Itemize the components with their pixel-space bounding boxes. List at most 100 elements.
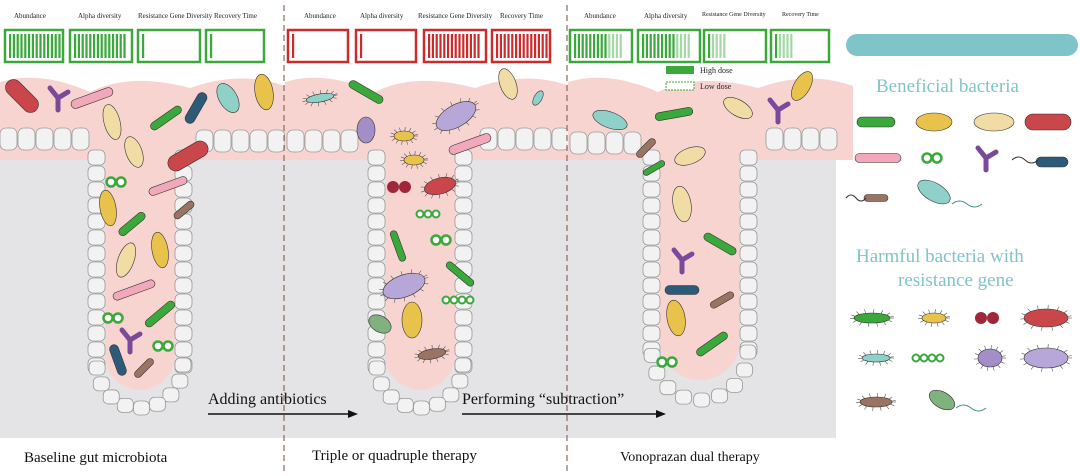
metric-tick: [504, 34, 506, 58]
legend-green-hairy-pilus: [868, 323, 869, 327]
legend-brown-hairy-pilus: [886, 406, 889, 409]
legend-brown-hairy-body: [860, 397, 892, 407]
legend-purple-hairy-pilus: [1031, 366, 1033, 369]
p3-metric-alpha-label: Alpha diversity: [644, 12, 687, 20]
metric-tick: [496, 34, 498, 58]
legend-diplococcus: [923, 154, 942, 163]
metric-tick: [466, 34, 468, 58]
legend-purple-hairy-pilus: [1052, 368, 1053, 372]
metric-tick-low: [779, 34, 781, 58]
p2-yellow-hairy-1-body: [394, 131, 414, 141]
metric-tick: [653, 34, 655, 58]
legend-green-flag: [956, 405, 986, 411]
metric-tick: [78, 34, 80, 58]
legend-yellow-hairy-pilus: [944, 313, 947, 315]
p2-diplococcus-b: [442, 236, 451, 245]
legend-brown-hairy-pilus: [859, 405, 862, 407]
legend-chain-c: [921, 355, 928, 362]
legend-navy-flag: [1012, 157, 1038, 163]
panel2-crypt-cells-cell: [455, 166, 472, 181]
panel2-crypt-cells-cell: [455, 198, 472, 213]
panel3-surface-right-cell: [802, 128, 819, 150]
panel3-crypt-cells-cell: [643, 310, 660, 325]
metric-tick: [657, 34, 659, 58]
legend-red-hairy-pilus: [1066, 322, 1070, 324]
metric-tick: [28, 34, 30, 58]
legend-purple-hairy-pilus: [1060, 366, 1063, 369]
legend-purple-oval-pilus: [996, 347, 998, 350]
high-dose-swatch: [666, 66, 694, 74]
metric-tick: [436, 34, 438, 58]
panel3-crypt-cells-cell: [740, 182, 757, 197]
panel2-crypt-cells-cell: [397, 398, 413, 412]
metric-tick: [597, 34, 599, 58]
metric-tick: [661, 34, 663, 58]
panel2-crypt-cells-cell: [368, 342, 385, 357]
panel3-crypt-cells-cell: [643, 246, 660, 261]
metric-tick: [474, 34, 476, 58]
metric-frame: [288, 30, 348, 62]
metric-tick: [36, 34, 38, 58]
panel1-crypt-cells-cell: [93, 377, 109, 391]
panel1-crypt-cells-cell: [163, 388, 179, 402]
metric-tick: [82, 34, 84, 58]
legend-purple-hairy-pilus: [1037, 345, 1038, 349]
legend-purple-oval-pilus: [993, 367, 994, 371]
metric-tick: [428, 34, 430, 58]
panel2-crypt-cells-cell: [383, 390, 399, 404]
panel3-crypt-cells-cell: [740, 214, 757, 229]
metric-tick: [500, 34, 502, 58]
legend-teal-hairy: [858, 350, 894, 366]
legend-diplococcus-a: [923, 154, 932, 163]
metric-tick: [593, 34, 595, 58]
legend-chain-c: [913, 355, 920, 362]
panel2-crypt-cells-cell: [368, 150, 385, 165]
legend-teal-hairy-pilus: [880, 362, 881, 366]
panel-caption-triple: Triple or quadruple therapy: [312, 448, 477, 465]
legend-yellow-hairy-pilus: [931, 323, 932, 327]
metric-tick: [51, 34, 53, 58]
legend-top-bar: [846, 34, 1078, 56]
legend-purple-hairy-pilus: [1068, 356, 1072, 357]
legend-green-hairy-pilus: [853, 321, 856, 323]
metric-tick: [97, 34, 99, 58]
legend-red-hairy-pilus: [1052, 327, 1053, 331]
legend-red-hairy-pilus: [1057, 307, 1059, 310]
panel-caption-baseline: Baseline gut microbiota: [24, 450, 167, 467]
legend-green-hairy-pilus: [877, 323, 878, 327]
metric-tick: [292, 34, 294, 58]
panel2-crypt-cells-cell: [368, 230, 385, 245]
panel2-surface-left-cell: [287, 130, 304, 152]
panel2-crypt-cells-cell: [368, 182, 385, 197]
p2-chain-2-c: [467, 297, 474, 304]
metric-bar-2-3: [771, 30, 829, 62]
legend-teal-hairy-pilus: [890, 357, 894, 358]
panel3-crypt-cells-cell: [740, 166, 757, 181]
legend-red-rod: [1025, 114, 1071, 130]
legend-purple-hairy-pilus: [1041, 368, 1042, 372]
p2-yellow-oval: [402, 302, 422, 338]
metric-tick-low: [688, 34, 690, 58]
legend-green-hairy-pilus: [884, 322, 887, 325]
panel1-surface-left-cell: [54, 128, 71, 150]
legend-yellow-hairy-pilus: [946, 316, 950, 317]
p1-diplococcus-3-a: [154, 342, 163, 351]
metric-tick-low: [719, 34, 721, 58]
metric-tick: [89, 34, 91, 58]
p2-chain-1-c: [425, 211, 432, 218]
legend-yellow-hairy-pilus: [923, 312, 926, 315]
legend-brown-hairy-pilus: [857, 399, 861, 400]
legend-teal-hairy-pilus: [883, 351, 885, 354]
legend-green-hairy-pilus: [864, 310, 865, 314]
p3-diplococcus-a: [658, 358, 667, 367]
legend-green-hairy-pilus: [881, 310, 883, 313]
panel1-surface-right-cell: [268, 130, 285, 152]
metric-tick: [775, 34, 777, 58]
metric-tick: [13, 34, 15, 58]
legend-yellow-hairy: [918, 309, 950, 327]
metric-tick-low: [712, 34, 714, 58]
panel1-surface-left-cell: [72, 128, 89, 150]
panel1-crypt-cells-cell: [88, 342, 105, 357]
panel3-surface-left-cell: [570, 132, 587, 154]
metric-bar-1-3: [492, 30, 550, 62]
